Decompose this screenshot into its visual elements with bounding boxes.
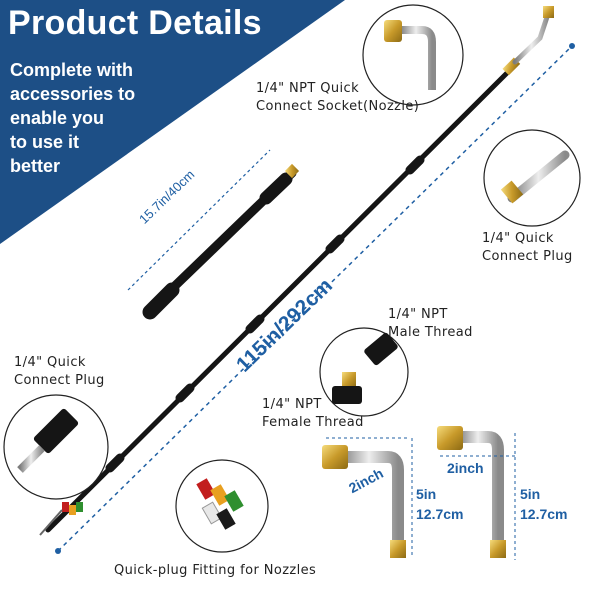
subtitle-line: accessories to <box>10 84 136 104</box>
banner-subtitle: Complete with accessories to enable you … <box>10 58 180 178</box>
page-title: Product Details <box>8 4 262 42</box>
header-banner <box>0 0 345 244</box>
subtitle-line: to use it <box>10 132 80 152</box>
label-line: Connect Plug <box>482 249 573 264</box>
subtitle-line: Complete with <box>10 60 134 80</box>
label-line: 1/4" NPT Quick <box>256 81 360 96</box>
total-length-dimension-line <box>55 43 575 554</box>
bend-right-height: 5in 12.7cm <box>520 484 567 524</box>
long-extension-wand <box>45 6 554 533</box>
nozzles-label: Quick-plug Fitting for Nozzles <box>114 563 317 578</box>
dimension-line: 5in <box>416 486 437 502</box>
short-wand <box>127 149 300 320</box>
plug-left-label: 1/4" Quick Connect Plug <box>14 354 105 390</box>
dimension-line: 5in <box>520 486 541 502</box>
label-line: 1/4" Quick <box>14 355 86 370</box>
thread-detail-circle <box>319 327 409 417</box>
label-line: Connect Socket(Nozzle) <box>256 99 420 114</box>
bend-left-height: 5in 12.7cm <box>416 484 463 524</box>
socket-nozzle-label: 1/4" NPT Quick Connect Socket(Nozzle) <box>256 80 419 116</box>
dimension-line: 12.7cm <box>520 506 568 522</box>
nozzles-detail-circle <box>175 459 269 553</box>
bend-right-width: 2inch <box>447 460 484 476</box>
label-line: Male Thread <box>388 325 473 340</box>
bent-nozzle-left <box>322 437 413 558</box>
label-line: Connect Plug <box>14 373 105 388</box>
subtitle-line: better <box>10 156 61 176</box>
nozzle-socket-detail-circle <box>362 4 464 106</box>
nozzle-set-on-hose <box>39 502 83 536</box>
bent-nozzle-right <box>437 426 516 560</box>
dimension-line: 12.7cm <box>416 506 464 522</box>
subtitle-line: enable you <box>10 108 105 128</box>
label-line: 1/4" Quick <box>482 231 554 246</box>
plug-right-label: 1/4" Quick Connect Plug <box>482 230 573 266</box>
label-line: 1/4" NPT <box>262 397 322 412</box>
female-thread-label: 1/4" NPT Female Thread <box>262 396 364 432</box>
label-line: Female Thread <box>262 415 364 430</box>
label-line: 1/4" NPT <box>388 307 448 322</box>
plug-left-detail-circle <box>3 394 109 500</box>
plug-right-detail-circle <box>483 129 581 227</box>
male-thread-label: 1/4" NPT Male Thread <box>388 306 473 342</box>
